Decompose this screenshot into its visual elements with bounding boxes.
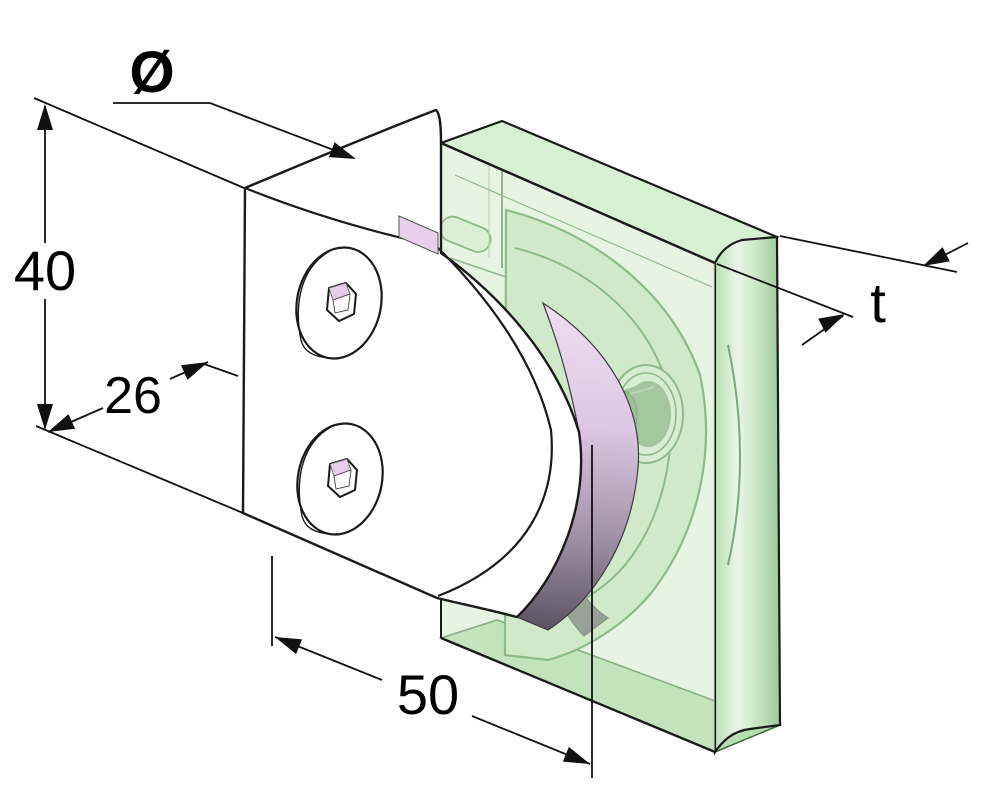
screw-head-rim-bottom xyxy=(298,426,332,535)
width-arrowhead-left-icon xyxy=(272,629,303,655)
dimension-glass-thickness-t: t xyxy=(716,235,969,346)
hex-socket-floor-bottom xyxy=(333,469,352,490)
thickness-symbol-label: t xyxy=(870,271,886,334)
diameter-leader-line xyxy=(113,102,353,158)
height-extension-bottom xyxy=(35,425,244,514)
dimension-depth-26: 26 xyxy=(44,354,239,440)
hex-socket-screw-bottom xyxy=(296,422,384,536)
clamp-front-face-arc xyxy=(435,245,553,598)
glass-bottom-front-edge xyxy=(440,636,716,754)
glass-right-edge-face xyxy=(713,235,782,756)
thickness-extension-back xyxy=(779,235,958,273)
front-gasket xyxy=(515,301,640,631)
thickness-extension-front xyxy=(716,263,854,318)
height-arrowhead-top-icon xyxy=(37,104,53,130)
width-arrowhead-right-icon xyxy=(562,746,593,772)
depth-value-label: 26 xyxy=(104,367,162,425)
hex-socket-screw-top xyxy=(295,246,383,360)
gasket-sliver xyxy=(398,215,439,255)
height-value-label: 40 xyxy=(14,239,76,302)
thickness-arrowhead-front-icon xyxy=(818,306,849,333)
glass-front-reflection xyxy=(454,174,713,288)
depth-arrowhead-upper-icon xyxy=(180,354,212,380)
diameter-symbol-label: Ø xyxy=(129,40,174,105)
dimension-diameter: Ø xyxy=(113,40,359,167)
screw-head-rim-top xyxy=(297,250,331,359)
width-value-label: 50 xyxy=(397,663,459,726)
dimension-layer: Ø 40 26 xyxy=(14,40,969,778)
glass-top-front-edge xyxy=(440,141,716,265)
height-arrowhead-bottom-icon xyxy=(37,404,53,430)
dimension-height-40: 40 xyxy=(14,97,245,514)
height-extension-top xyxy=(33,97,245,189)
dimension-width-50: 50 xyxy=(271,445,593,778)
hex-socket-floor-top xyxy=(332,293,351,314)
depth-extension-tick xyxy=(203,363,239,377)
glass-edge-refraction-arc xyxy=(727,344,741,566)
